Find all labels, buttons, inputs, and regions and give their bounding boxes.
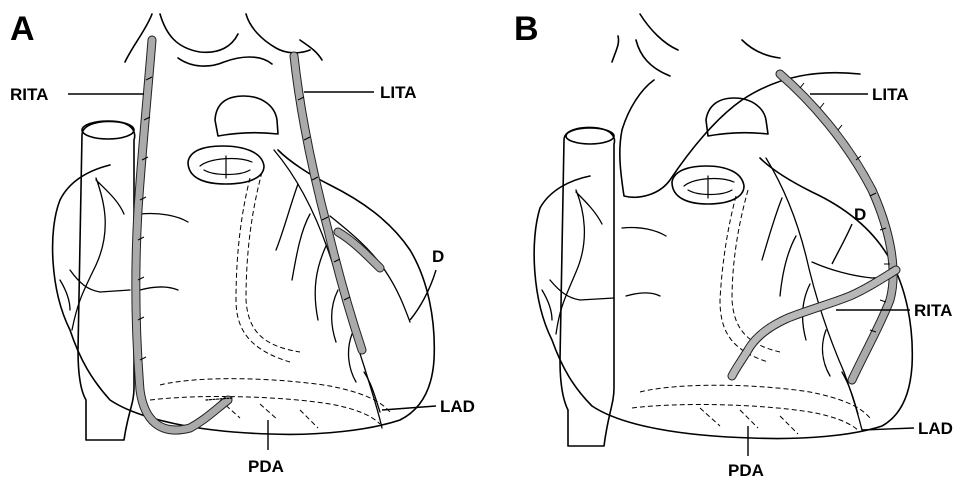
panel-b-pda-label: PDA — [728, 461, 764, 480]
panel-a-graft-stitches — [138, 77, 350, 360]
panel-a-rita-graft — [136, 40, 228, 430]
panel-b-svc — [560, 128, 614, 447]
panel-a-svc-opening — [82, 121, 134, 139]
panel-a-letter: A — [10, 10, 35, 48]
panel-a-right-atrial-vessels — [60, 178, 130, 330]
panel-a-d-label: D — [432, 247, 444, 266]
panel-b-lita-label: LITA — [872, 85, 909, 104]
panel-b: B LITA D RITA — [514, 10, 953, 480]
panel-a-aortic-root — [215, 96, 278, 136]
panel-b-aortic-arch — [612, 14, 860, 197]
panel-a-rita-label: RITA — [10, 85, 48, 104]
panel-b-lad-label: LAD — [918, 419, 953, 438]
panel-b-lad-leader — [862, 428, 914, 430]
panel-a-pda-label: PDA — [248, 457, 284, 476]
panel-a-svc — [78, 122, 135, 440]
panel-a-lad — [274, 150, 382, 428]
panel-b-d-label: D — [854, 205, 866, 224]
panel-a-lita-d-graft — [338, 232, 380, 268]
panel-a: A RITA — [10, 10, 475, 476]
panel-a-pulmonary-valve — [200, 156, 252, 178]
panel-a-dashed-posterior — [150, 172, 390, 428]
panel-b-svc-opening — [566, 128, 614, 144]
panel-a-lad-leader — [382, 406, 436, 410]
panel-b-right-atrial-vessels — [542, 190, 614, 334]
panel-b-branch-marginal — [622, 227, 666, 296]
panel-a-branch-marginal — [140, 213, 188, 290]
panel-a-lad-label: LAD — [440, 397, 475, 416]
panel-b-pulmonary-valve — [684, 176, 734, 198]
panel-b-letter: B — [514, 10, 539, 48]
panel-a-lita-label: LITA — [380, 83, 417, 102]
panel-b-rita-label: RITA — [914, 301, 952, 320]
panel-b-dashed-posterior — [632, 190, 870, 434]
panel-b-d-leader — [832, 224, 852, 264]
panel-a-heart-outline — [53, 150, 435, 434]
